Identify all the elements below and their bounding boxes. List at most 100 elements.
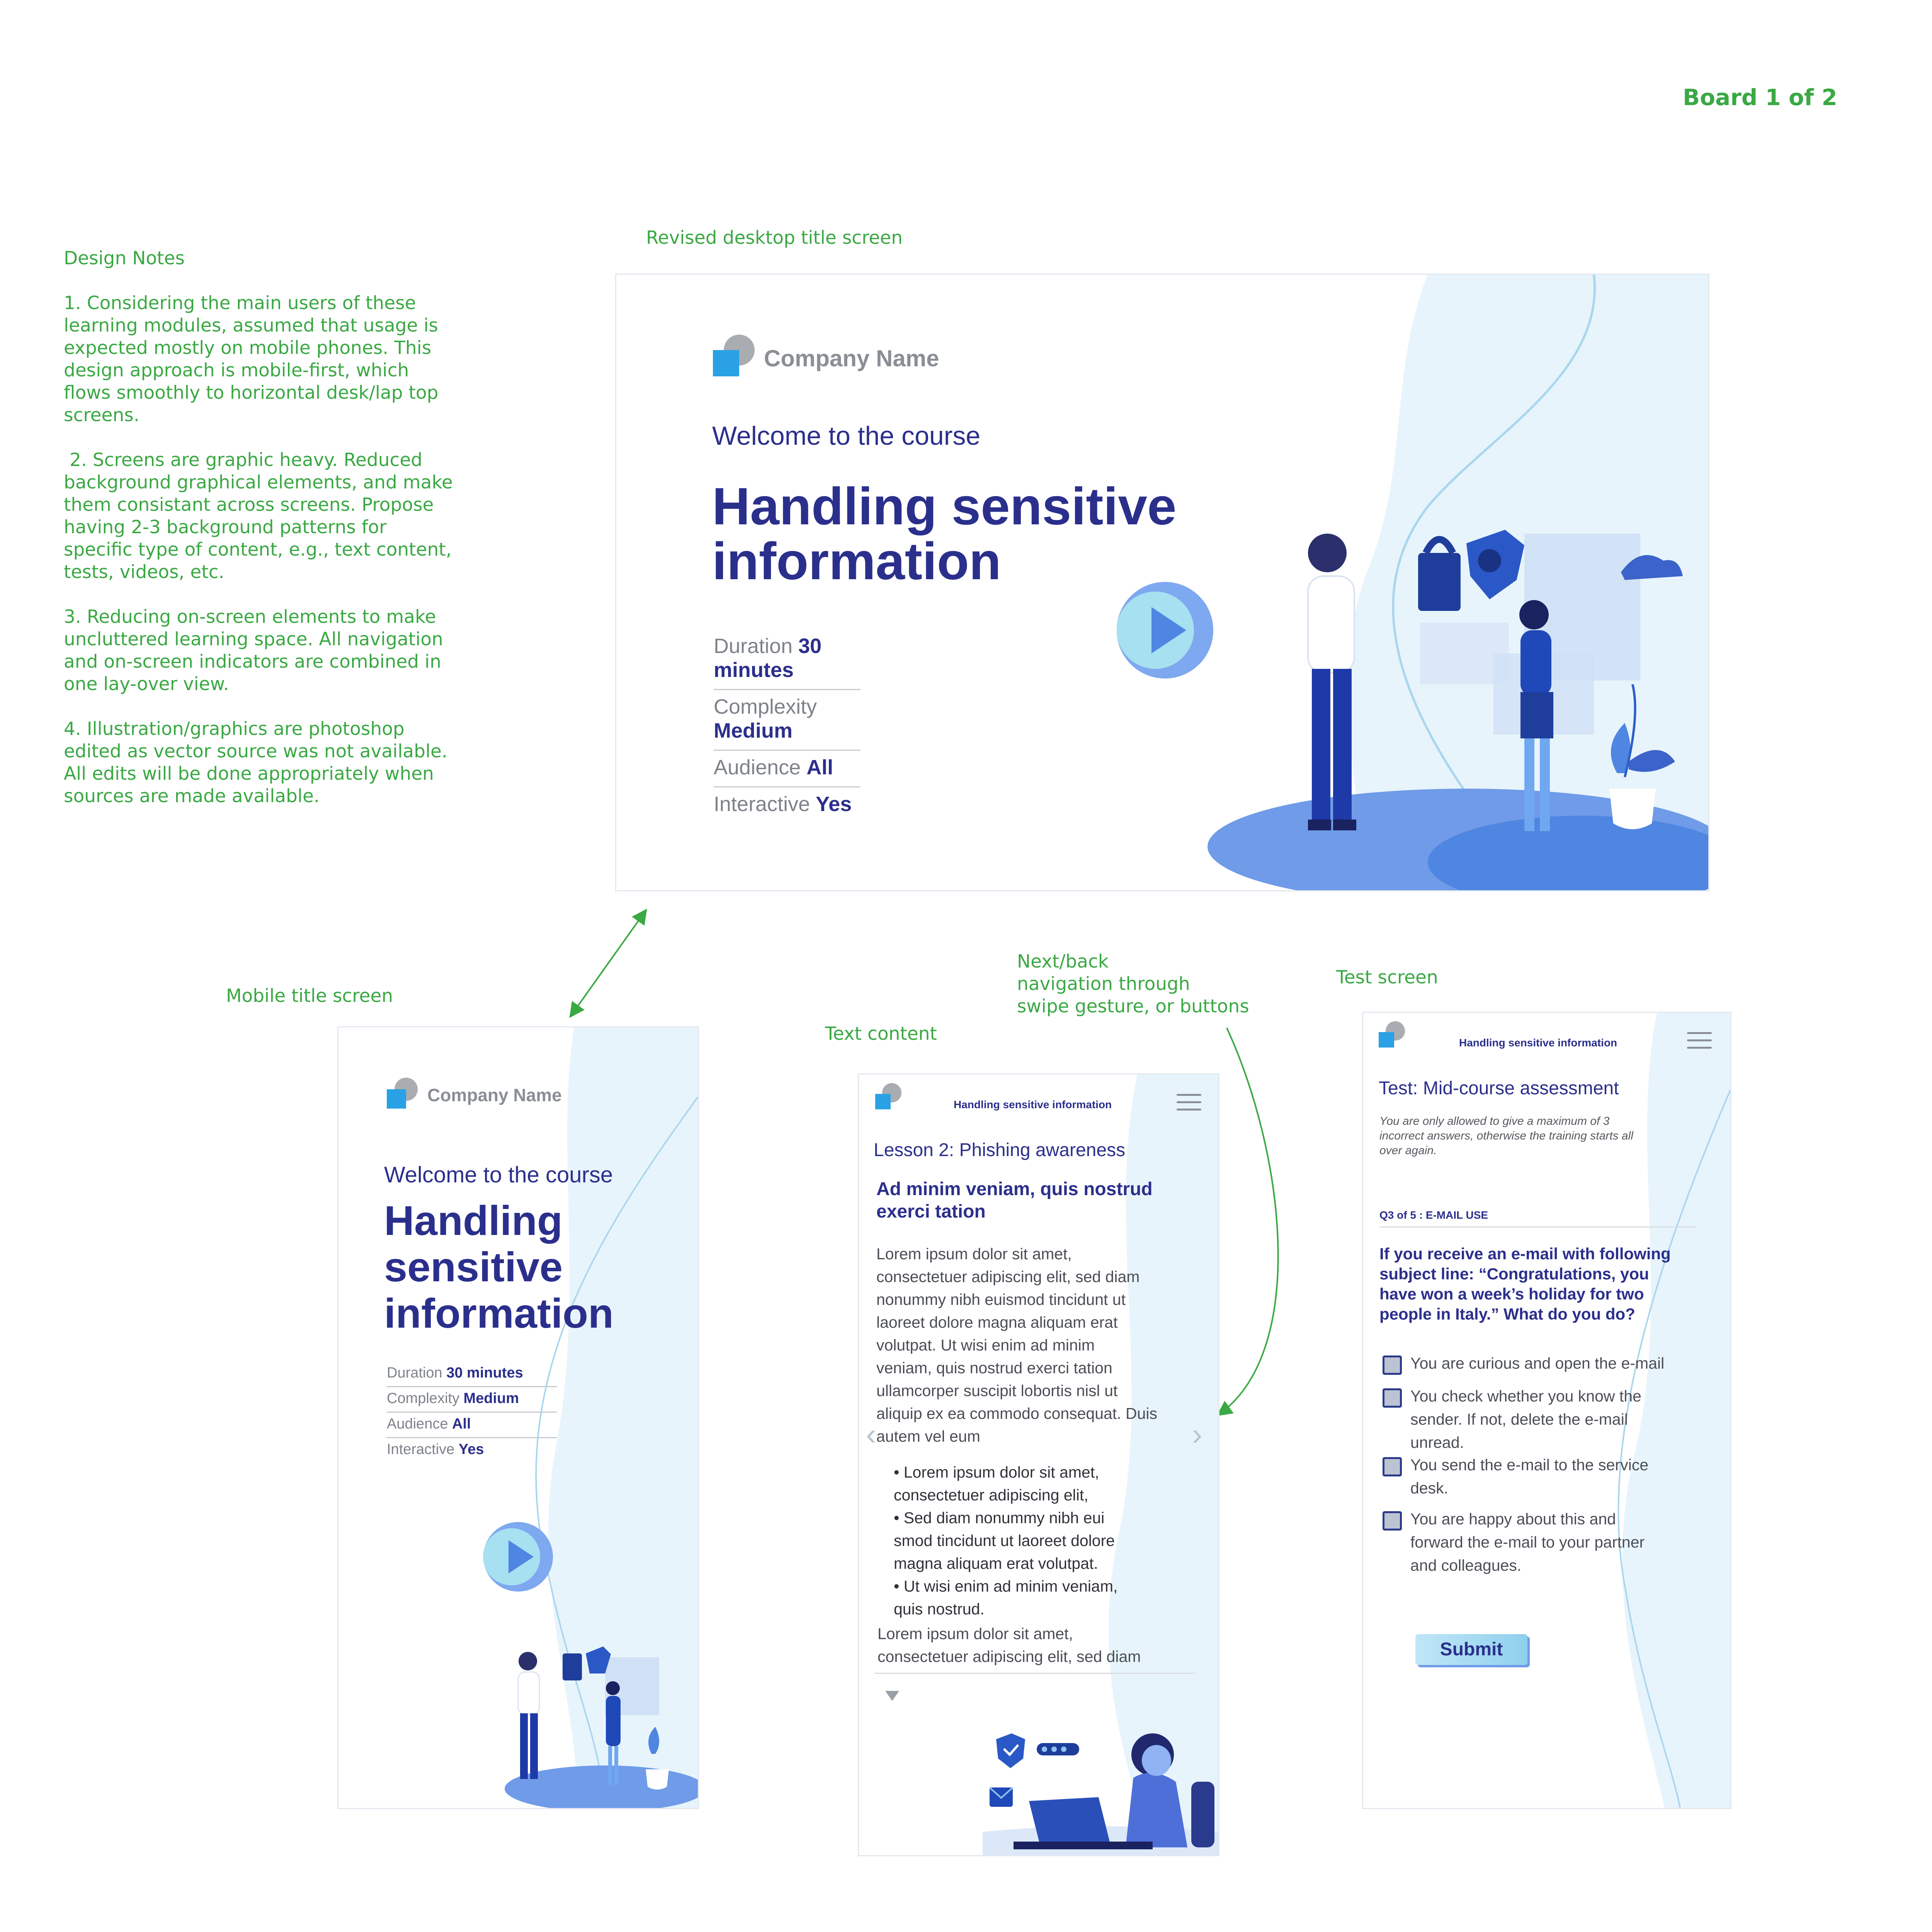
bullet-line: • Lorem ipsum dolor sit amet, xyxy=(894,1463,1099,1481)
option-line: desk. xyxy=(1410,1479,1448,1497)
design-note-4: 4. Illustration/graphics are photoshop e… xyxy=(64,718,447,807)
option-checkbox[interactable] xyxy=(1383,1355,1402,1375)
option-line: unread. xyxy=(1410,1434,1464,1451)
play-icon[interactable] xyxy=(481,1520,555,1594)
bullet-line: • Ut wisi enim ad minim veniam, xyxy=(894,1577,1118,1595)
design-note-1: 1. Considering the main users of these l… xyxy=(64,293,439,426)
option-checkbox[interactable] xyxy=(1383,1457,1402,1476)
mobile-desktop-arrow xyxy=(569,908,647,1018)
scroll-down-icon[interactable] xyxy=(885,1691,899,1701)
heading-line: exerci tation xyxy=(876,1201,986,1222)
option-1[interactable]: You are curious and open the e-mail xyxy=(1410,1352,1664,1375)
label-test-screen: Test screen xyxy=(1336,967,1438,988)
option-checkbox[interactable] xyxy=(1383,1388,1402,1408)
meta-audience: Audience All xyxy=(714,751,861,787)
option-line: You are curious and open the e-mail xyxy=(1410,1354,1665,1372)
option-3[interactable]: You send the e-mail to the service desk. xyxy=(1410,1453,1648,1500)
body-line: ullamcorper suscipit lobortis nisl ut xyxy=(876,1382,1118,1400)
security-illustration xyxy=(1307,530,1683,831)
question-line: people in Italy.” What do you do? xyxy=(1379,1305,1635,1323)
design-note-3: 3. Reducing on-screen elements to make u… xyxy=(64,606,443,695)
header-title: Handling sensitive information xyxy=(954,1099,1112,1111)
note-line: You are only allowed to give a maximum o… xyxy=(1379,1115,1610,1128)
course-title: Handling sensitive information xyxy=(712,479,1177,588)
bullet-line: magna aliquam erat volutpat. xyxy=(894,1554,1098,1572)
option-line: and colleagues. xyxy=(1410,1556,1522,1574)
nav-note-arrow xyxy=(1216,1027,1279,1416)
label-desktop: Revised desktop title screen xyxy=(646,227,903,248)
company-logo xyxy=(1379,1021,1406,1048)
option-line: You are happy about this and xyxy=(1410,1510,1616,1528)
test-title: Test: Mid-course assessment xyxy=(1379,1078,1619,1099)
bullet-line: quis nostrud. xyxy=(894,1600,985,1618)
meta-complexity: Complexity Medium xyxy=(387,1387,557,1413)
lesson-tail: Lorem ipsum dolor sit amet, consectetuer… xyxy=(878,1622,1141,1668)
label-nav-note: Next/back navigation through swipe gestu… xyxy=(1017,951,1249,1018)
course-title-line: information xyxy=(712,532,1001,590)
course-title: Handling sensitive information xyxy=(384,1197,614,1337)
background-wave xyxy=(535,1027,698,1808)
bullet-line: smod tincidunt ut laoreet dolore xyxy=(894,1532,1115,1549)
course-meta: Duration 30 minutes Complexity Medium Au… xyxy=(714,629,861,823)
question-text: If you receive an e-mail with following … xyxy=(1379,1244,1671,1324)
course-meta: Duration 30 minutes Complexity Medium Au… xyxy=(387,1362,557,1463)
course-title-line: Handling xyxy=(384,1197,563,1244)
company-name: Company Name xyxy=(427,1085,562,1105)
lesson-body: Lorem ipsum dolor sit amet, consectetuer… xyxy=(876,1243,1157,1448)
company-logo xyxy=(875,1083,902,1110)
lesson-title: Lesson 2: Phishing awareness xyxy=(874,1140,1126,1160)
option-checkbox[interactable] xyxy=(1383,1511,1402,1531)
bullet-line: • Sed diam nonummy nibh eui xyxy=(894,1509,1105,1527)
label-text-content: Text content xyxy=(825,1023,937,1044)
menu-icon[interactable] xyxy=(1177,1094,1201,1111)
welcome-text: Welcome to the course xyxy=(384,1162,613,1187)
option-line: forward the e-mail to your partner xyxy=(1410,1533,1645,1551)
nav-note-line: swipe gesture, or buttons xyxy=(1017,996,1249,1017)
option-2[interactable]: You check whether you know the sender. I… xyxy=(1410,1384,1641,1454)
body-line: consectetuer adipiscing elit, sed diam xyxy=(876,1268,1140,1286)
phishing-illustration xyxy=(983,1733,1218,1855)
background-wave xyxy=(1617,1013,1730,1808)
body-line: volutpat. Ut wisi enim ad minim xyxy=(876,1336,1095,1354)
back-chevron-icon[interactable]: ‹ xyxy=(866,1417,876,1451)
meta-complexity: Complexity Medium xyxy=(714,690,861,751)
text-content-screen: Handling sensitive information Lesson 2:… xyxy=(858,1073,1219,1856)
mobile-title-screen: Company Name Welcome to the course Handl… xyxy=(337,1026,699,1809)
note-line: over again. xyxy=(1379,1144,1437,1157)
meta-duration: Duration 30 minutes xyxy=(387,1362,557,1387)
design-notes: Design Notes 1. Considering the main use… xyxy=(64,247,477,830)
question-line: have won a week’s holiday for two xyxy=(1379,1285,1644,1303)
menu-icon[interactable] xyxy=(1687,1032,1712,1049)
option-line: You send the e-mail to the service xyxy=(1410,1456,1649,1474)
security-illustration xyxy=(505,1646,698,1808)
divider xyxy=(1379,1226,1696,1228)
body-line: laoreet dolore magna aliquam erat xyxy=(876,1313,1118,1331)
question-label: Q3 of 5 : E-MAIL USE xyxy=(1379,1209,1488,1221)
next-chevron-icon[interactable]: › xyxy=(1192,1417,1202,1451)
body-line: aliquip ex ea commodo consequat. Duis xyxy=(876,1405,1158,1422)
course-title-line: information xyxy=(384,1290,614,1337)
board-label: Board 1 of 2 xyxy=(1683,84,1837,111)
body-line: nonummy nibh euismod tincidunt ut xyxy=(876,1291,1126,1308)
company-name: Company Name xyxy=(764,345,939,371)
design-notes-title: Design Notes xyxy=(64,248,185,269)
header-title: Handling sensitive information xyxy=(1459,1037,1617,1049)
play-icon[interactable] xyxy=(1115,580,1215,680)
submit-button[interactable]: Submit xyxy=(1415,1634,1527,1665)
desktop-title-screen: Company Name Welcome to the course Handl… xyxy=(615,274,1709,891)
lesson-bullets: • Lorem ipsum dolor sit amet, consectetu… xyxy=(894,1461,1117,1621)
bullet-line: consectetuer adipiscing elit, xyxy=(894,1486,1088,1504)
test-screen: Handling sensitive information Test: Mid… xyxy=(1362,1012,1731,1809)
meta-interactive: Interactive Yes xyxy=(714,793,852,816)
note-line: incorrect answers, otherwise the trainin… xyxy=(1379,1129,1633,1142)
option-4[interactable]: You are happy about this and forward the… xyxy=(1410,1507,1645,1577)
lesson-heading: Ad minim veniam, quis nostrud exerci tat… xyxy=(876,1178,1153,1223)
nav-note-line: navigation through xyxy=(1017,973,1190,995)
body-line: autem vel eum xyxy=(876,1427,980,1445)
heading-line: Ad minim veniam, quis nostrud xyxy=(876,1179,1153,1199)
course-title-line: Handling sensitive xyxy=(712,477,1177,536)
course-title-line: sensitive xyxy=(384,1243,563,1290)
option-line: sender. If not, delete the e-mail xyxy=(1410,1410,1628,1428)
divider xyxy=(874,1673,1195,1674)
